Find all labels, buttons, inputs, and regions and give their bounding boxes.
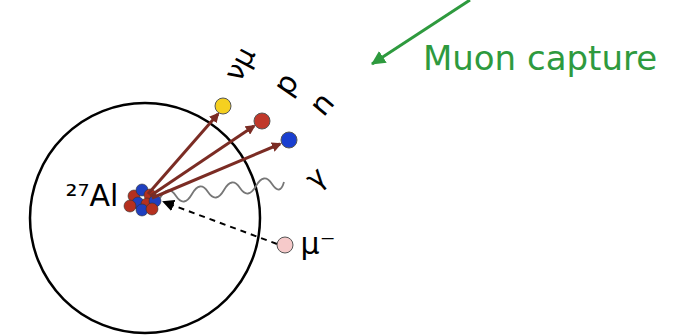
neutron-arrow — [152, 144, 280, 198]
particle-label: γ — [301, 162, 332, 194]
muon-dot — [277, 237, 293, 253]
element-label: ²⁷Al — [66, 181, 119, 211]
particle-label: n — [304, 87, 339, 121]
neutron-dot — [281, 132, 297, 148]
gamma-wave — [160, 178, 284, 201]
proton-dot — [254, 113, 270, 129]
neutrino-arrow — [148, 114, 218, 194]
particle-label: μ⁻ — [301, 229, 336, 259]
muon-path — [164, 202, 277, 244]
atom-orbit — [30, 103, 260, 333]
neutrino-dot — [215, 98, 231, 114]
particle-label: p — [268, 68, 303, 101]
caption-title: Muon capture — [423, 41, 657, 75]
nucleus — [124, 184, 161, 216]
particle-label: νμ — [220, 43, 260, 86]
